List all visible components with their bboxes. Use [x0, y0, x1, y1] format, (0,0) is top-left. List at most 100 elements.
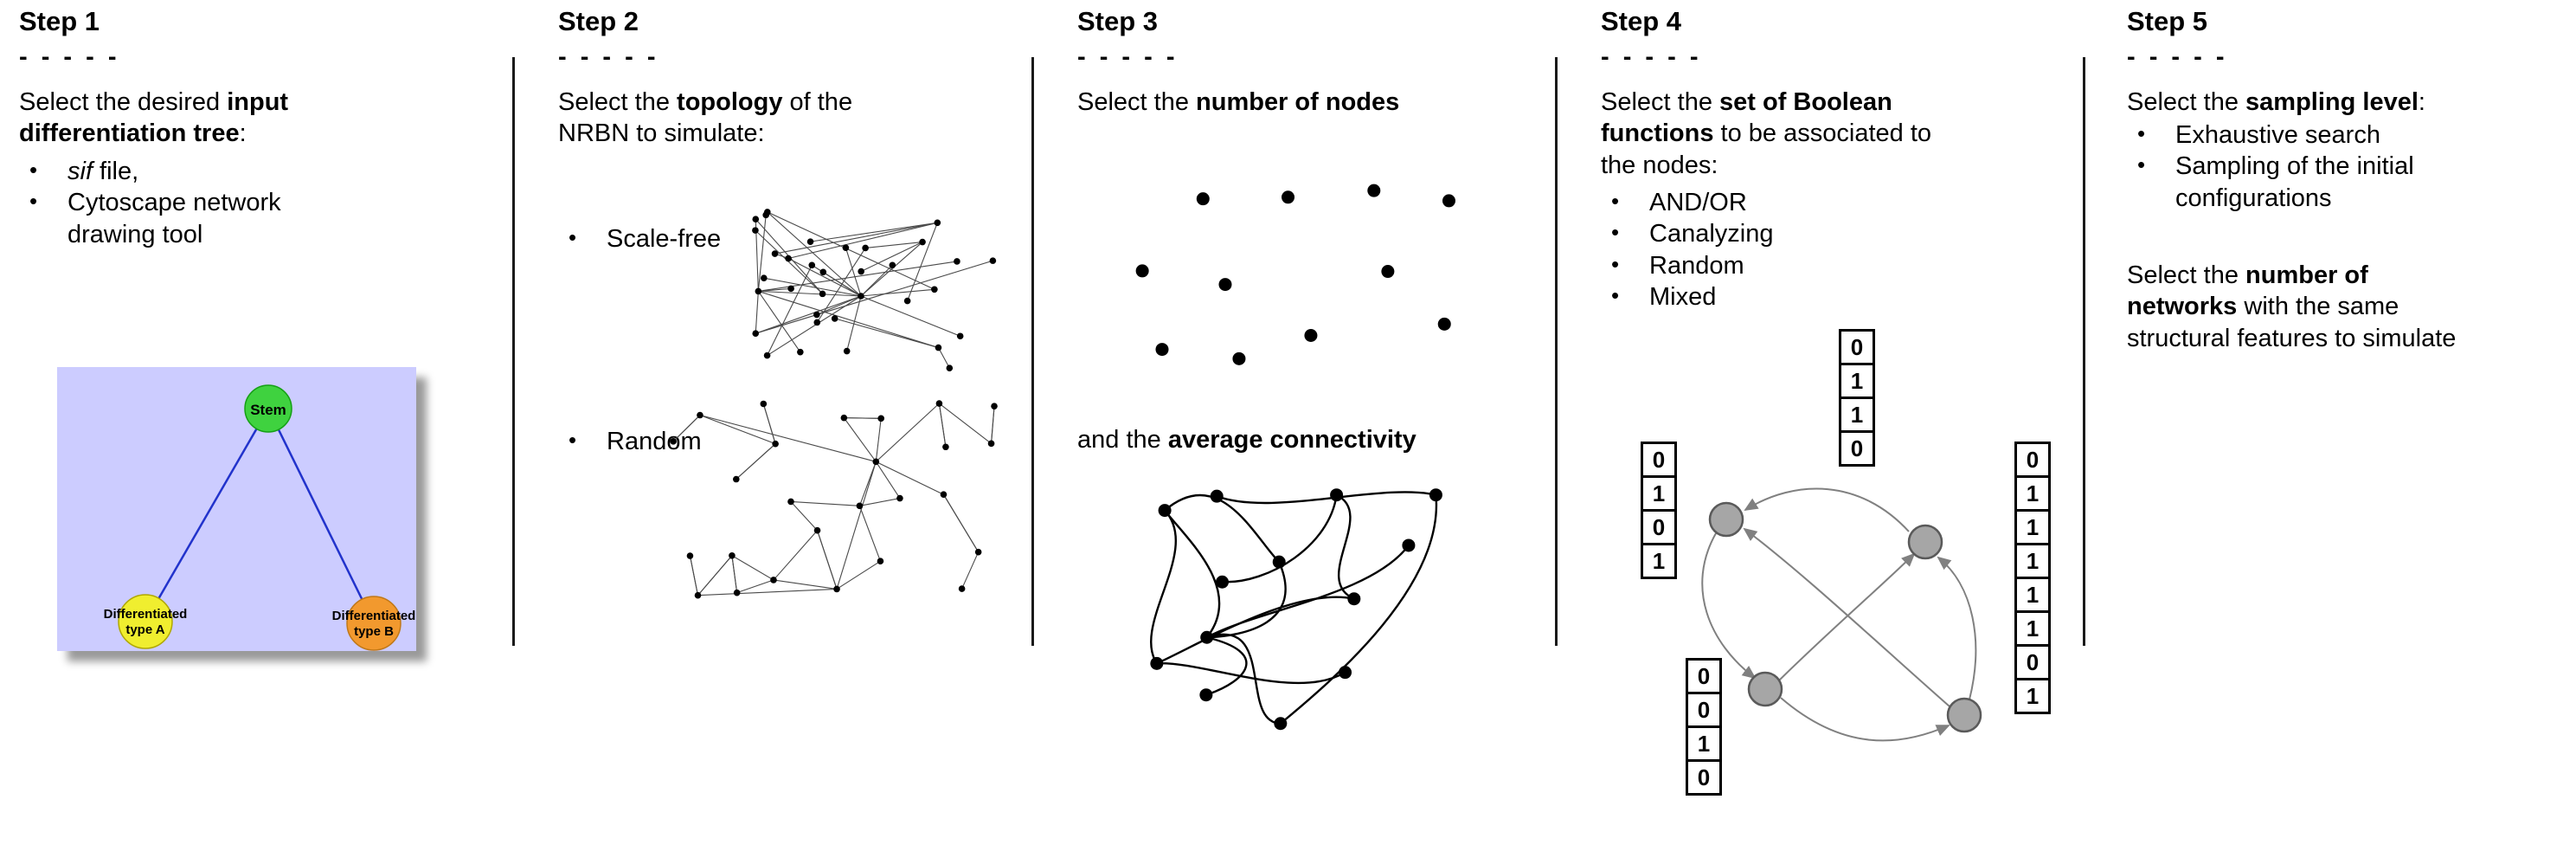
bullet-item-random: • Random: [558, 426, 702, 457]
bullet-icon: •: [569, 427, 577, 453]
bullet-label: Random: [607, 428, 702, 455]
truth-table-cell: 0: [1686, 759, 1722, 796]
bullet-item: • Mixed: [1601, 281, 1773, 313]
stem-node: [244, 384, 292, 433]
bullet-icon: •: [1611, 281, 1620, 308]
truth-table-cell: 1: [1641, 475, 1677, 512]
step-4-title: Step 4: [1601, 6, 1682, 36]
truth-table-cell: 0: [1686, 692, 1722, 728]
bullet-icon: •: [569, 224, 577, 250]
truth-table-cell: 0: [1641, 442, 1677, 478]
truth-table-cell: 0: [1641, 509, 1677, 545]
step-3-column: Step 3 - - - - - Select the number of no…: [1077, 0, 1545, 851]
bullet-icon: •: [29, 188, 38, 215]
step-1-dashes: - - - - -: [19, 43, 120, 71]
scale-free-network-graphic: [752, 209, 997, 371]
step-2-column: Step 2 - - - - - Select the topology of …: [558, 0, 1021, 851]
network-node: [1907, 524, 1943, 560]
step-4-dashes: - - - - -: [1601, 43, 1702, 71]
bullet-icon: •: [29, 157, 38, 183]
tree-edge: [144, 408, 270, 622]
bullet-item: • Random: [1601, 250, 1773, 281]
step-2-dashes: - - - - -: [558, 43, 659, 71]
type-a-node-label: Differentiated: [104, 607, 188, 622]
network-arrow: [1701, 532, 1757, 680]
truth-table-bottom: 0 0 1 0: [1686, 658, 1722, 796]
truth-table-cell: 0: [1839, 430, 1875, 467]
network-arrow: [1743, 527, 1950, 707]
step-5-dashes: - - - - -: [2127, 43, 2228, 71]
type-b-node-label: type B: [354, 624, 394, 639]
truth-table-cell: 1: [1839, 396, 1875, 433]
step-3-intro-2: and the average connectivity: [1077, 426, 1416, 454]
scattered-nodes-graphic: [1135, 184, 1455, 365]
bullet-item: • AND/OR: [1601, 187, 1773, 218]
bullet-label: Scale-free: [607, 225, 722, 253]
truth-table-right: 0 1 1 1 1 1 0 1: [2014, 442, 2051, 714]
type-a-node: [118, 594, 173, 649]
truth-table-cell: 1: [2014, 577, 2051, 613]
column-divider: [1555, 57, 1558, 646]
column-divider: [2083, 57, 2085, 646]
truth-table-cell: 0: [2014, 644, 2051, 680]
truth-table-cell: 1: [1839, 363, 1875, 399]
random-network-graphic: [670, 400, 998, 599]
truth-table-left: 0 1 0 1: [1641, 442, 1677, 579]
step-3-title: Step 3: [1077, 6, 1159, 36]
bullet-item-scale-free: • Scale-free: [558, 223, 721, 255]
bullet-icon: •: [1611, 188, 1620, 214]
truth-table-top: 0 1 1 0: [1839, 329, 1875, 467]
bullet-icon: •: [1611, 219, 1620, 246]
step-5-intro: Select the sampling level:: [2127, 88, 2425, 116]
differentiation-tree-graphic: Stem Differentiated type A Differentiate…: [57, 367, 416, 651]
step-5-column: Step 5 - - - - - Select the sampling lev…: [2127, 0, 2564, 851]
bullet-item: • Exhaustive search: [2127, 119, 2414, 151]
differentiation-tree-svg: Stem Differentiated type A Differentiate…: [104, 384, 415, 651]
bullet-icon: •: [2137, 120, 2146, 146]
step-5-bullets: • Exhaustive search • Sampling of the in…: [2127, 119, 2414, 214]
network-node: [1747, 671, 1783, 707]
network-arrow: [1744, 487, 1910, 532]
bullet-label: AND/OR: [1649, 189, 1747, 216]
bullet-label: Random: [1649, 251, 1744, 280]
truth-table-cell: 1: [1641, 543, 1677, 579]
truth-table-cell: 1: [2014, 678, 2051, 714]
truth-table-cell: 1: [2014, 475, 2051, 512]
truth-table-cell: 0: [1686, 658, 1722, 694]
bullet-item: • sif file,: [19, 156, 281, 187]
bullet-item: • Canalyzing: [1601, 218, 1773, 249]
boolean-network-svg: [1701, 487, 1982, 742]
column-divider: [512, 57, 515, 646]
step-4-column: Step 4 - - - - - Select the set of Boole…: [1601, 0, 2072, 851]
step-5-title: Step 5: [2127, 6, 2208, 36]
network-arrow: [1780, 697, 1950, 742]
step-3-dashes: - - - - -: [1077, 43, 1179, 71]
type-b-node: [346, 596, 401, 651]
truth-table-cell: 1: [2014, 610, 2051, 647]
stem-node-label: Stem: [250, 402, 286, 418]
bullet-label: Exhaustive search: [2175, 121, 2380, 149]
step-1-title: Step 1: [19, 6, 100, 36]
step-3-intro: Select the number of nodes: [1077, 88, 1400, 116]
tree-edge: [267, 408, 376, 624]
truth-table-cell: 1: [2014, 543, 2051, 579]
type-a-node-label: type A: [125, 622, 164, 637]
bullet-icon: •: [1611, 250, 1620, 277]
truth-table-cell: 0: [1839, 329, 1875, 365]
step-1-column: Step 1 - - - - - Select the desired inpu…: [19, 0, 491, 851]
network-node: [1946, 697, 1982, 733]
bullet-label: sif file,: [67, 158, 139, 185]
network-node: [1708, 501, 1744, 538]
connectivity-network-graphic: [1150, 488, 1442, 731]
boolean-network-diagram: 0 1 1 0 0 1 0 1 0 0 1 0 0 1 1 1: [1601, 319, 2072, 848]
column-divider: [1031, 57, 1034, 646]
